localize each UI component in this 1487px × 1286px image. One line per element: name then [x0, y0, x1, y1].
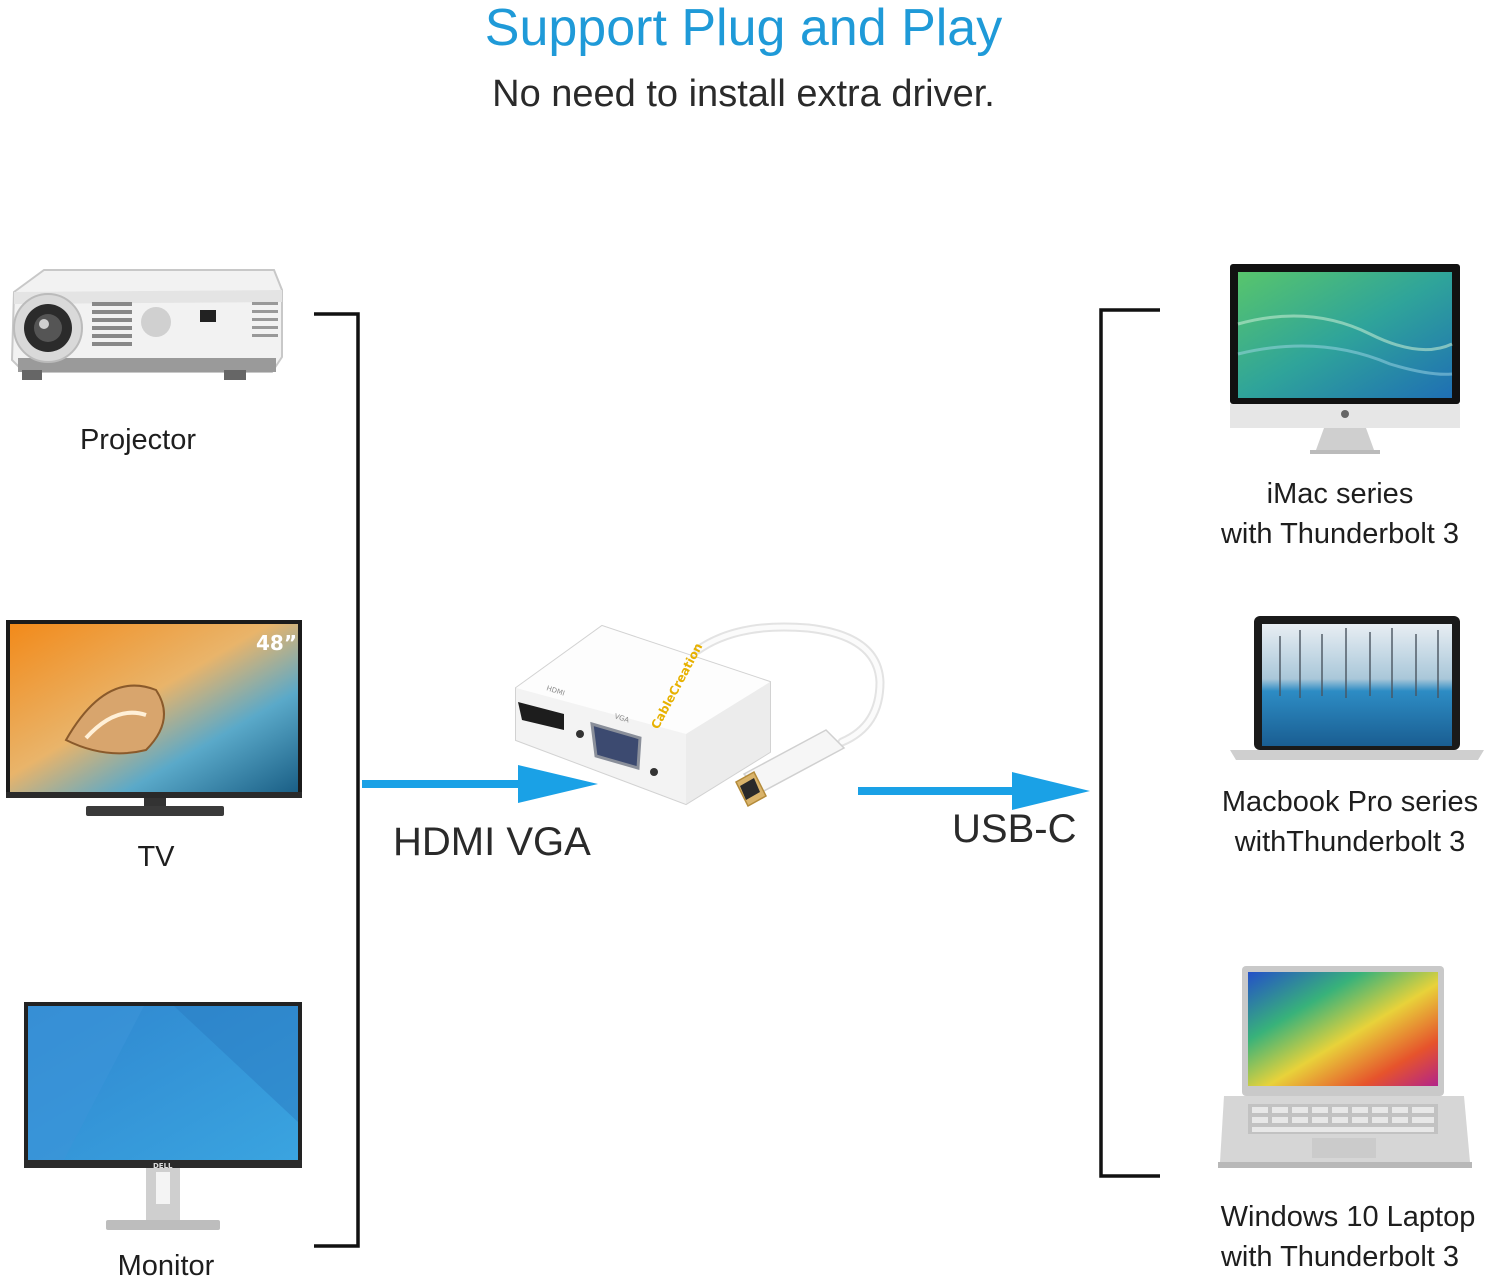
windows-laptop-label-line2: with Thunderbolt 3 — [1220, 1241, 1460, 1273]
output-label: USB-C — [952, 807, 1077, 851]
adapter-icon: CableCreation HDMI VGA — [515, 622, 885, 808]
windows-laptop-icon — [1218, 966, 1472, 1168]
monitor-label: Monitor — [117, 1250, 215, 1282]
page-subtitle: No need to install extra driver. — [492, 73, 995, 115]
macbook-label-line1: Macbook Pro series — [1221, 786, 1479, 818]
macbook-icon — [1230, 616, 1484, 760]
page-title: Support Plug and Play — [484, 0, 1003, 57]
monitor-icon: DELL — [24, 1002, 302, 1230]
imac-label-line1: iMac series — [1266, 478, 1414, 510]
projector-label: Projector — [79, 424, 197, 456]
macbook-label-line2: withThunderbolt 3 — [1234, 826, 1466, 858]
tv-icon: 48” — [6, 620, 302, 816]
windows-laptop-label-line1: Windows 10 Laptop — [1220, 1201, 1476, 1233]
projector-icon — [10, 269, 283, 380]
input-arrow — [362, 765, 598, 803]
output-arrow — [858, 772, 1090, 810]
right-bracket — [1099, 308, 1160, 1178]
tv-size-badge: 48” — [256, 631, 297, 655]
tv-label: TV — [137, 841, 175, 873]
monitor-brand: DELL — [153, 1162, 173, 1170]
input-label: HDMI VGA — [393, 820, 591, 864]
left-bracket — [314, 312, 360, 1248]
imac-icon — [1230, 264, 1460, 454]
imac-label-line2: with Thunderbolt 3 — [1220, 518, 1460, 550]
